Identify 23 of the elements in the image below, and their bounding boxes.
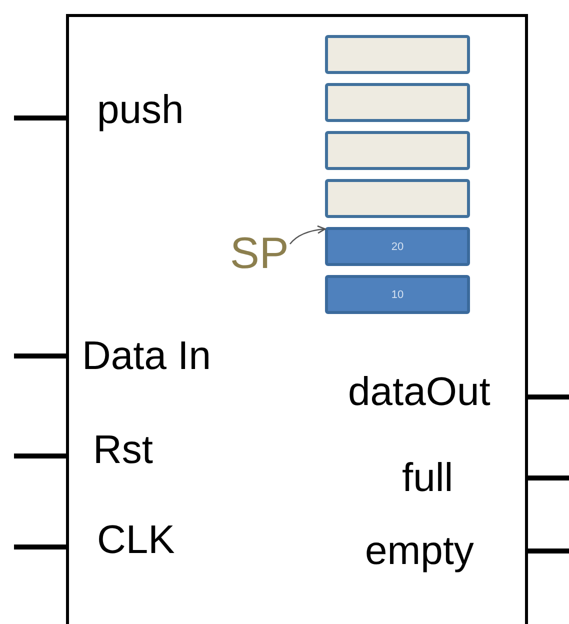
pointer-arrow <box>290 225 326 244</box>
pointer-label: SP <box>230 228 294 280</box>
stack-cell <box>325 35 470 74</box>
signal-name: dataOut <box>348 372 490 412</box>
pin-line <box>528 548 569 554</box>
signal-name: Data In <box>82 336 211 376</box>
signal-name: Rst <box>93 430 153 470</box>
stack-cell: 10 <box>325 275 470 314</box>
stack-cell <box>325 131 470 170</box>
stack-cell <box>325 83 470 122</box>
pin-line <box>14 116 66 120</box>
signal-name: CLK <box>97 520 175 560</box>
pin-line <box>14 454 66 458</box>
stack-cell: 20 <box>325 227 470 266</box>
module-block <box>66 14 528 624</box>
stack-cell <box>325 179 470 218</box>
pin-line <box>528 476 569 480</box>
signal-name: empty <box>365 531 474 571</box>
pin-line <box>528 394 569 400</box>
pin-line <box>14 354 66 358</box>
pin-line <box>14 544 66 550</box>
signal-name: push <box>97 90 184 130</box>
signal-name: full <box>402 458 454 498</box>
